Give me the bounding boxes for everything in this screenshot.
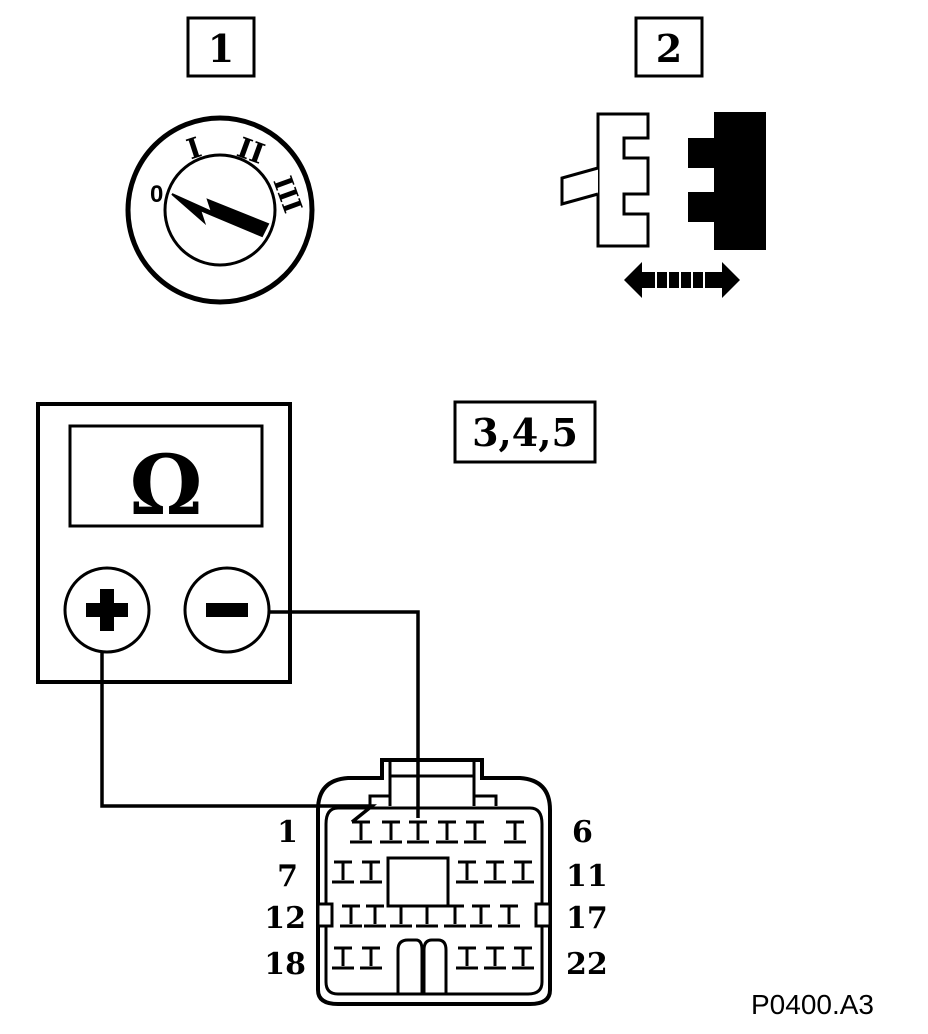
step-2-label: 2 [656,26,682,71]
connector-22-pin [316,758,552,1006]
step-1-marker: 1 [186,16,256,78]
step-345-marker: 3,4,5 [453,400,597,464]
minus-icon [206,603,248,617]
pin-label-17: 17 [566,901,608,936]
terminals-row-4 [332,946,534,970]
pin-label-6: 6 [572,815,593,850]
minus-probe-wire [268,610,420,818]
pin-label-7: 7 [277,859,298,894]
separate-arrow-icon [624,262,740,298]
step-345-label: 3,4,5 [472,410,578,455]
pin-label-11: 11 [566,859,608,894]
step-1-label: 1 [208,26,234,71]
terminals-row-3 [340,904,520,928]
ohmmeter: Ω [36,402,292,684]
terminals-row-2 [332,860,534,884]
pin-label-22: 22 [566,947,608,982]
pin-label-1: 1 [277,815,298,850]
step-2-marker: 2 [634,16,704,78]
plus-probe-wire [100,652,377,824]
pin-label-18: 18 [264,947,306,982]
pin-label-12: 12 [264,901,306,936]
key-arrow-icon [171,193,270,238]
figure-reference: P0400.A3 [751,989,874,1020]
ignition-switch-icon: 0 I II III [125,115,315,305]
ohmmeter-display [68,424,264,528]
connector-disconnect-icon [560,112,766,298]
ohm-symbol-icon: Ω [130,438,203,534]
terminals-row-1 [350,820,526,844]
switch-pos-0: 0 [150,181,163,208]
